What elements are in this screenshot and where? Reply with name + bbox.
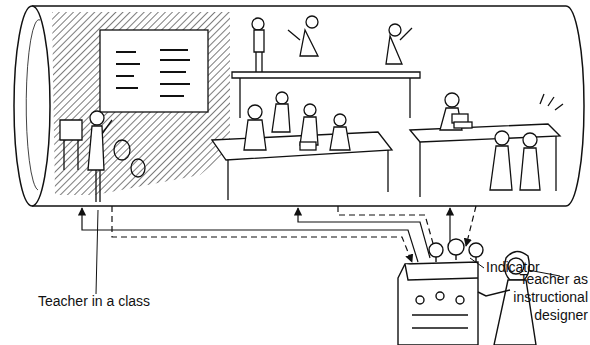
blackboard — [60, 30, 208, 170]
student-groups — [334, 114, 346, 126]
cylinder-frame — [26, 20, 40, 190]
teacher-figure — [88, 111, 145, 202]
student-groups — [228, 150, 388, 200]
cylinder-frame — [32, 6, 566, 206]
leader-lines — [96, 210, 98, 294]
cylinder-frame — [566, 6, 584, 206]
student-groups — [445, 93, 459, 107]
student-groups — [520, 148, 540, 190]
indicator-machine — [448, 239, 464, 255]
indicator-machine — [469, 243, 483, 257]
student-groups — [304, 104, 316, 116]
student-groups — [389, 24, 401, 36]
student-groups — [276, 92, 288, 104]
cylinder-frame — [14, 6, 584, 206]
feedback-lines — [466, 206, 476, 246]
student-groups — [272, 104, 290, 132]
indicator-machine — [412, 315, 468, 328]
feedback-lines — [338, 206, 436, 254]
indicator-machine — [436, 292, 444, 300]
leader-lines — [470, 258, 484, 268]
student-groups — [306, 16, 318, 28]
indicator-machine — [405, 264, 478, 280]
student-groups — [254, 30, 264, 72]
cylinder-frame — [14, 6, 50, 206]
student-groups — [386, 28, 412, 64]
indicator-machine — [416, 296, 424, 304]
student-groups — [523, 133, 537, 147]
student-groups — [240, 78, 410, 118]
feedback-lines — [82, 206, 476, 262]
designer-label: Teacher as instructional designer — [496, 270, 588, 324]
student-groups — [244, 120, 266, 150]
hatched-wall — [52, 12, 230, 195]
class-teacher-label: Teacher in a class — [38, 292, 198, 310]
indicator-machine — [398, 262, 478, 345]
blackboard — [60, 120, 82, 170]
student-groups — [212, 16, 563, 200]
feedback-lines — [112, 206, 412, 262]
student-groups — [232, 72, 420, 78]
feedback-lines — [82, 208, 418, 262]
teacher-figure — [90, 111, 104, 125]
teacher-figure — [114, 140, 130, 160]
teacher-figure — [88, 120, 112, 202]
student-groups — [454, 122, 472, 128]
student-groups — [300, 142, 316, 150]
hatched-wall — [52, 12, 230, 195]
student-groups — [248, 105, 262, 119]
blackboard — [116, 50, 190, 96]
student-groups — [330, 127, 350, 150]
leader-lines — [96, 210, 560, 294]
blackboard — [100, 30, 208, 112]
student-groups — [252, 18, 264, 30]
indicator-machine — [398, 239, 483, 345]
indicator-machine — [429, 243, 443, 257]
student-groups — [490, 146, 512, 190]
student-groups — [495, 131, 509, 145]
student-groups — [300, 117, 318, 145]
student-groups — [540, 94, 563, 110]
indicator-machine — [456, 296, 464, 304]
student-groups — [288, 30, 318, 56]
teacher-figure — [131, 159, 145, 177]
designer-figure — [478, 290, 510, 296]
